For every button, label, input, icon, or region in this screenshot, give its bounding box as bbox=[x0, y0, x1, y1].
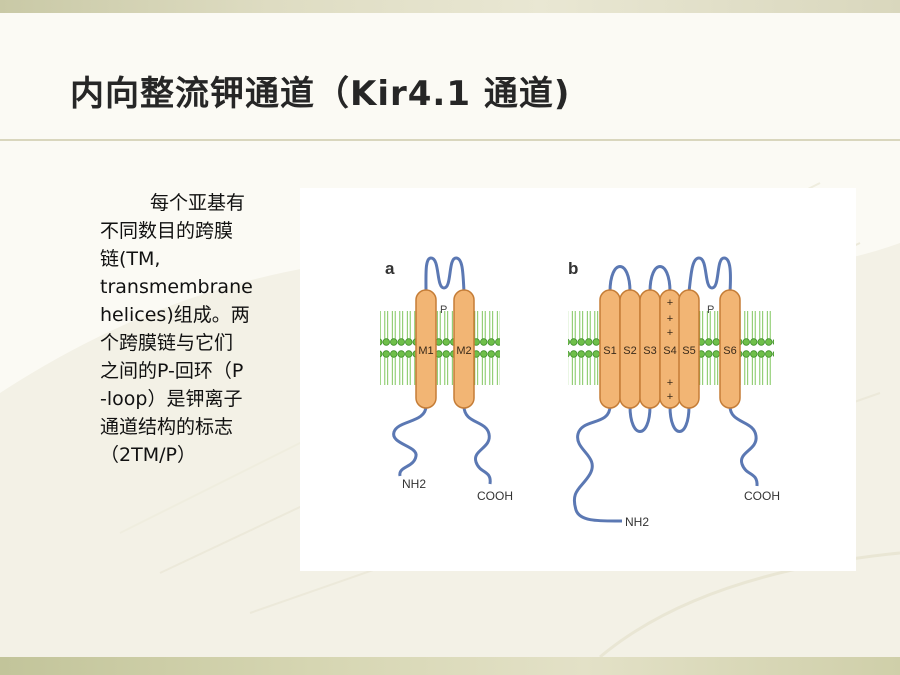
s4-charge-4: + bbox=[667, 377, 673, 389]
helix-m2-body bbox=[453, 289, 475, 409]
body-line: 之间的P-回环（P bbox=[100, 360, 244, 382]
helix-s1-label: S1 bbox=[603, 345, 616, 357]
helix-s5-label: S5 bbox=[682, 345, 695, 357]
membrane-a bbox=[380, 310, 500, 390]
helix-m1-label: M1 bbox=[418, 345, 433, 357]
panel-b-label: b bbox=[568, 259, 578, 278]
helix-m2: M2 bbox=[453, 289, 475, 409]
helix-s3-label: S3 bbox=[643, 345, 656, 357]
body-line: （2TM/P） bbox=[100, 444, 196, 466]
body-line: -loop）是钾离子 bbox=[100, 388, 243, 410]
helix-m2-label: M2 bbox=[456, 345, 471, 357]
p-loop-label-a: P bbox=[440, 304, 447, 316]
helix-s5-body bbox=[678, 289, 700, 409]
top-decorative-band bbox=[0, 0, 900, 13]
p-loop-label-b: P bbox=[707, 304, 714, 316]
chain-a bbox=[392, 256, 492, 485]
slide-title: 内向整流钾通道（Kir4.1 通道) bbox=[70, 74, 571, 114]
c-terminus-b: COOH bbox=[744, 489, 780, 503]
body-line: 通道结构的标志 bbox=[100, 416, 234, 438]
helix-layer: M1 M2 S1 S2 S3 S4 S5 S6 + + + + + bbox=[415, 289, 741, 409]
helix-s4: S4 bbox=[659, 289, 681, 409]
helix-s1: S1 bbox=[599, 289, 621, 409]
helix-s6-body bbox=[719, 289, 741, 409]
helix-s6-label: S6 bbox=[723, 345, 736, 357]
helix-s5: S5 bbox=[678, 289, 700, 409]
title-divider bbox=[0, 139, 900, 141]
c-terminus-a: COOH bbox=[477, 489, 513, 503]
topology-diagram: a b P P NH2 COOH NH2 COOH M1 M2 S1 S2 S3 S4 S5… bbox=[380, 256, 780, 529]
n-terminus-a: NH2 bbox=[402, 477, 426, 491]
body-line: 不同数目的跨膜 bbox=[100, 220, 234, 242]
panel-a-label: a bbox=[385, 259, 395, 278]
s4-charge-3: + bbox=[667, 327, 673, 339]
helix-m1: M1 bbox=[415, 289, 437, 409]
s4-charge-1: + bbox=[667, 297, 673, 309]
bottom-decorative-band bbox=[0, 657, 900, 675]
chain-b bbox=[573, 256, 759, 523]
helix-s3: S3 bbox=[639, 289, 661, 409]
helix-s4-label: S4 bbox=[663, 345, 676, 357]
n-terminus-b: NH2 bbox=[625, 515, 649, 529]
s4-charge-2: + bbox=[667, 313, 673, 325]
body-line: 个跨膜链与它们 bbox=[100, 332, 234, 354]
helix-s2-label: S2 bbox=[623, 345, 636, 357]
helix-m1-body bbox=[415, 289, 437, 409]
body-line: helices)组成。两 bbox=[100, 304, 250, 326]
body-line: transmembrane bbox=[100, 276, 253, 298]
body-line: 每个亚基有 bbox=[150, 192, 246, 214]
helix-s6: S6 bbox=[719, 289, 741, 409]
channel-topology-figure: a b P P NH2 COOH NH2 COOH M1 M2 S1 S2 S3 S4 S5… bbox=[300, 188, 856, 571]
body-paragraph: 每个亚基有 不同数目的跨膜 链(TM, transmembrane helice… bbox=[100, 189, 298, 469]
helix-s2: S2 bbox=[619, 289, 641, 409]
body-line: 链(TM, bbox=[100, 248, 161, 270]
s4-charge-5: + bbox=[667, 391, 673, 403]
